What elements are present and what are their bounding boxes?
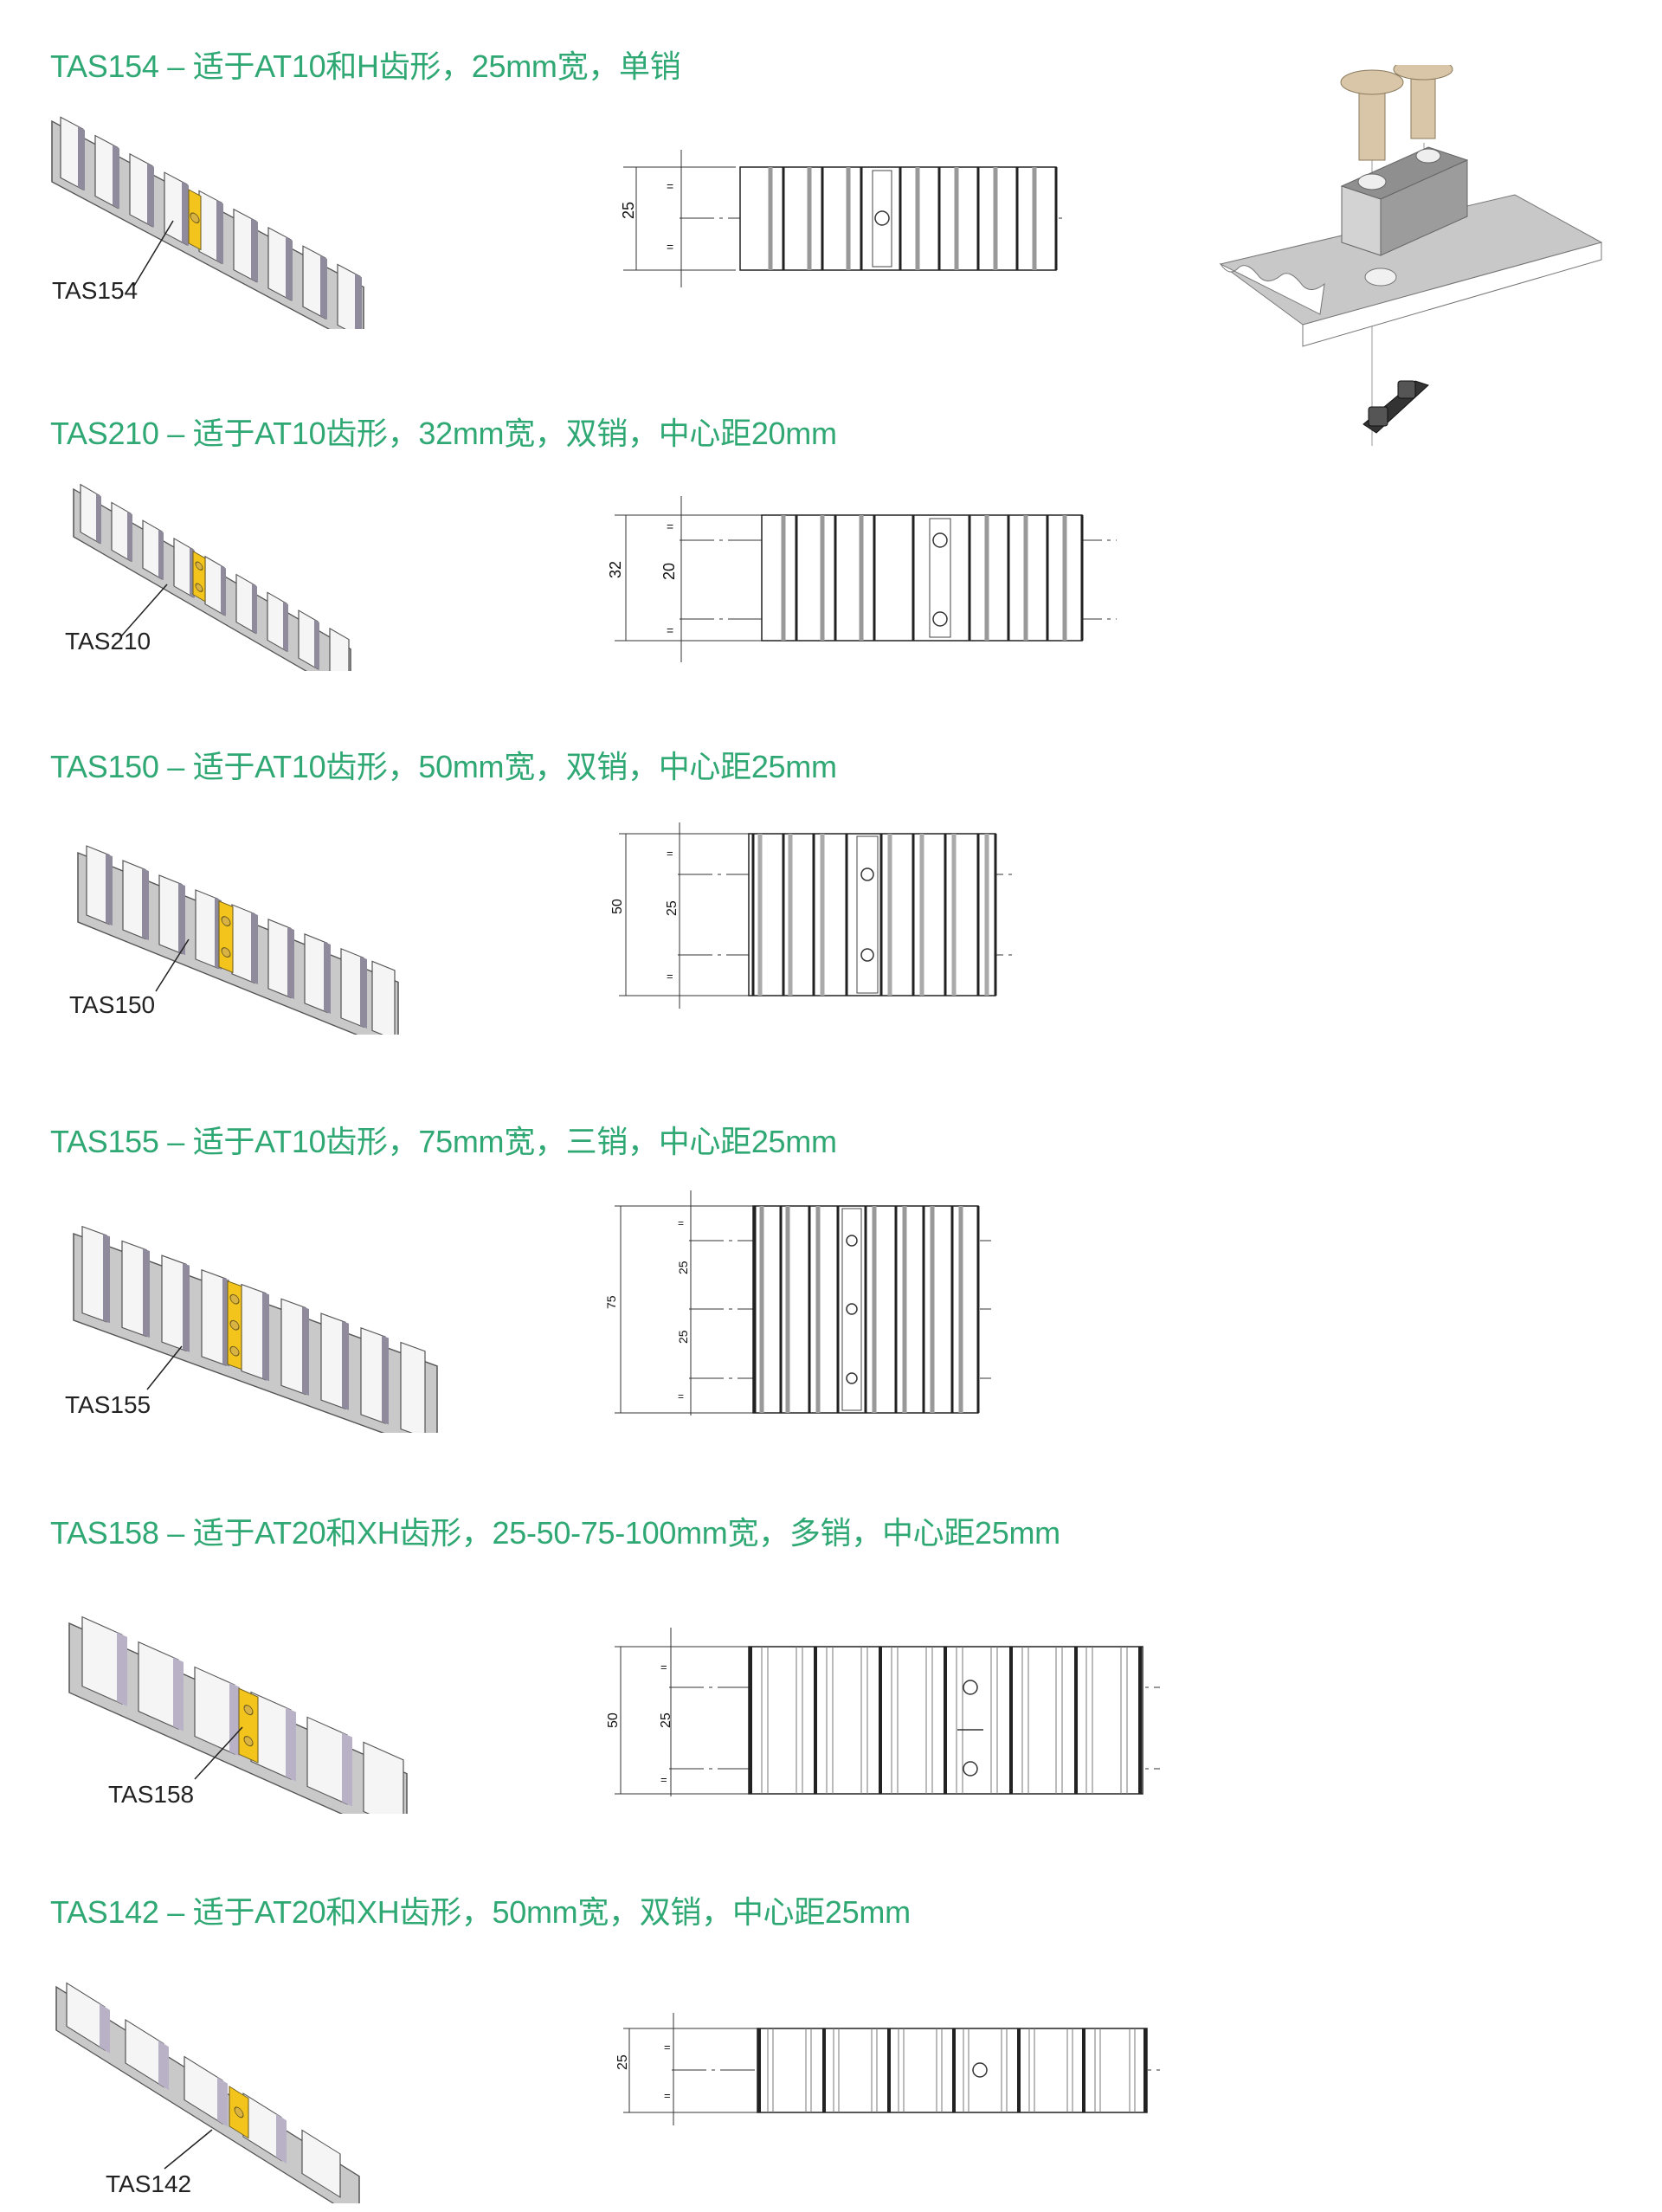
- dimension-drawing-tas142: 25 = =: [602, 2013, 1164, 2125]
- part-label-tas150: TAS150: [69, 991, 156, 1018]
- equal-mark: =: [678, 1217, 684, 1229]
- equal-mark: =: [667, 623, 673, 637]
- dim-spacing-tas150: 25: [665, 900, 680, 916]
- section-heading-tas155: TAS155 – 适于AT10齿形，75mm宽，三销，中心距25mm: [50, 1124, 837, 1159]
- dimension-drawing-tas150: 50 25 = =: [606, 822, 1021, 1009]
- equal-mark: =: [660, 1661, 667, 1674]
- dimension-drawing-tas210: 32 20 = =: [589, 489, 1125, 667]
- belt-illustration-tas154: TAS154: [43, 104, 390, 349]
- dim-spacing-tas210: 20: [660, 563, 678, 580]
- section-heading-tas150: TAS150 – 适于AT10齿形，50mm宽，双销，中心距25mm: [50, 749, 837, 784]
- section-heading-tas142: TAS142 – 适于AT20和XH齿形，50mm宽，双销，中心距25mm: [50, 1894, 911, 1930]
- part-label-tas158: TAS158: [108, 1781, 195, 1808]
- belt-clamp-exploded-icon: [1219, 58, 1603, 446]
- part-label-tas142: TAS142: [106, 2170, 192, 2197]
- belt-illustration-tas210: TAS210: [65, 472, 377, 698]
- timing-belt-icon: [51, 116, 364, 349]
- timing-belt-icon: [77, 845, 399, 1053]
- equal-mark: =: [667, 240, 673, 254]
- dim-overall-tas158: 50: [606, 1712, 621, 1728]
- dim-overall-tas142: 25: [615, 2054, 630, 2070]
- timing-belt-icon: [73, 1225, 438, 1454]
- equal-mark: =: [664, 2089, 671, 2102]
- belt-clamp-exploded-illustration: [1208, 58, 1632, 480]
- dimension-drawing-tas158: 50 25 = =: [602, 1610, 1164, 1796]
- belt-illustration-tas158: TAS158: [65, 1589, 428, 1844]
- dim-overall-tas150: 50: [610, 899, 625, 914]
- belt-illustration-tas142: TAS142: [52, 1970, 381, 2212]
- belt-illustration-tas155: TAS155: [65, 1190, 454, 1454]
- equal-mark: =: [664, 2041, 671, 2054]
- dim-overall-tas210: 32: [607, 561, 624, 578]
- equal-mark: =: [667, 970, 673, 983]
- timing-belt-icon: [55, 1982, 360, 2212]
- equal-mark: =: [660, 1773, 667, 1786]
- dim-spacing-tas155-a: 25: [676, 1261, 690, 1274]
- equal-mark: =: [678, 1390, 684, 1403]
- part-label-tas210: TAS210: [65, 628, 151, 655]
- dim-spacing-tas158: 25: [659, 1712, 673, 1728]
- equal-mark: =: [667, 519, 673, 533]
- section-heading-tas154: TAS154 – 适于AT10和H齿形，25mm宽，单销: [50, 48, 681, 84]
- dimension-drawing-tas154: 25 = =: [597, 143, 1082, 294]
- dim-spacing-tas155-b: 25: [676, 1330, 690, 1344]
- dim-overall-tas155: 75: [604, 1295, 618, 1309]
- belt-illustration-tas150: TAS150: [69, 818, 416, 1053]
- equal-mark: =: [667, 847, 673, 860]
- dimension-drawing-tas155: 75 25 25 = =: [597, 1182, 995, 1416]
- section-heading-tas158: TAS158 – 适于AT20和XH齿形，25-50-75-100mm宽，多销，…: [50, 1515, 1060, 1551]
- timing-belt-icon: [73, 483, 351, 698]
- part-label-tas154: TAS154: [52, 277, 138, 304]
- equal-mark: =: [667, 179, 673, 193]
- belt-top-view: [739, 166, 1058, 271]
- part-label-tas155: TAS155: [65, 1391, 151, 1418]
- section-heading-tas210: TAS210 – 适于AT10齿形，32mm宽，双销，中心距20mm: [50, 416, 837, 451]
- timing-belt-icon: [68, 1615, 408, 1844]
- dim-overall-tas154: 25: [620, 202, 637, 219]
